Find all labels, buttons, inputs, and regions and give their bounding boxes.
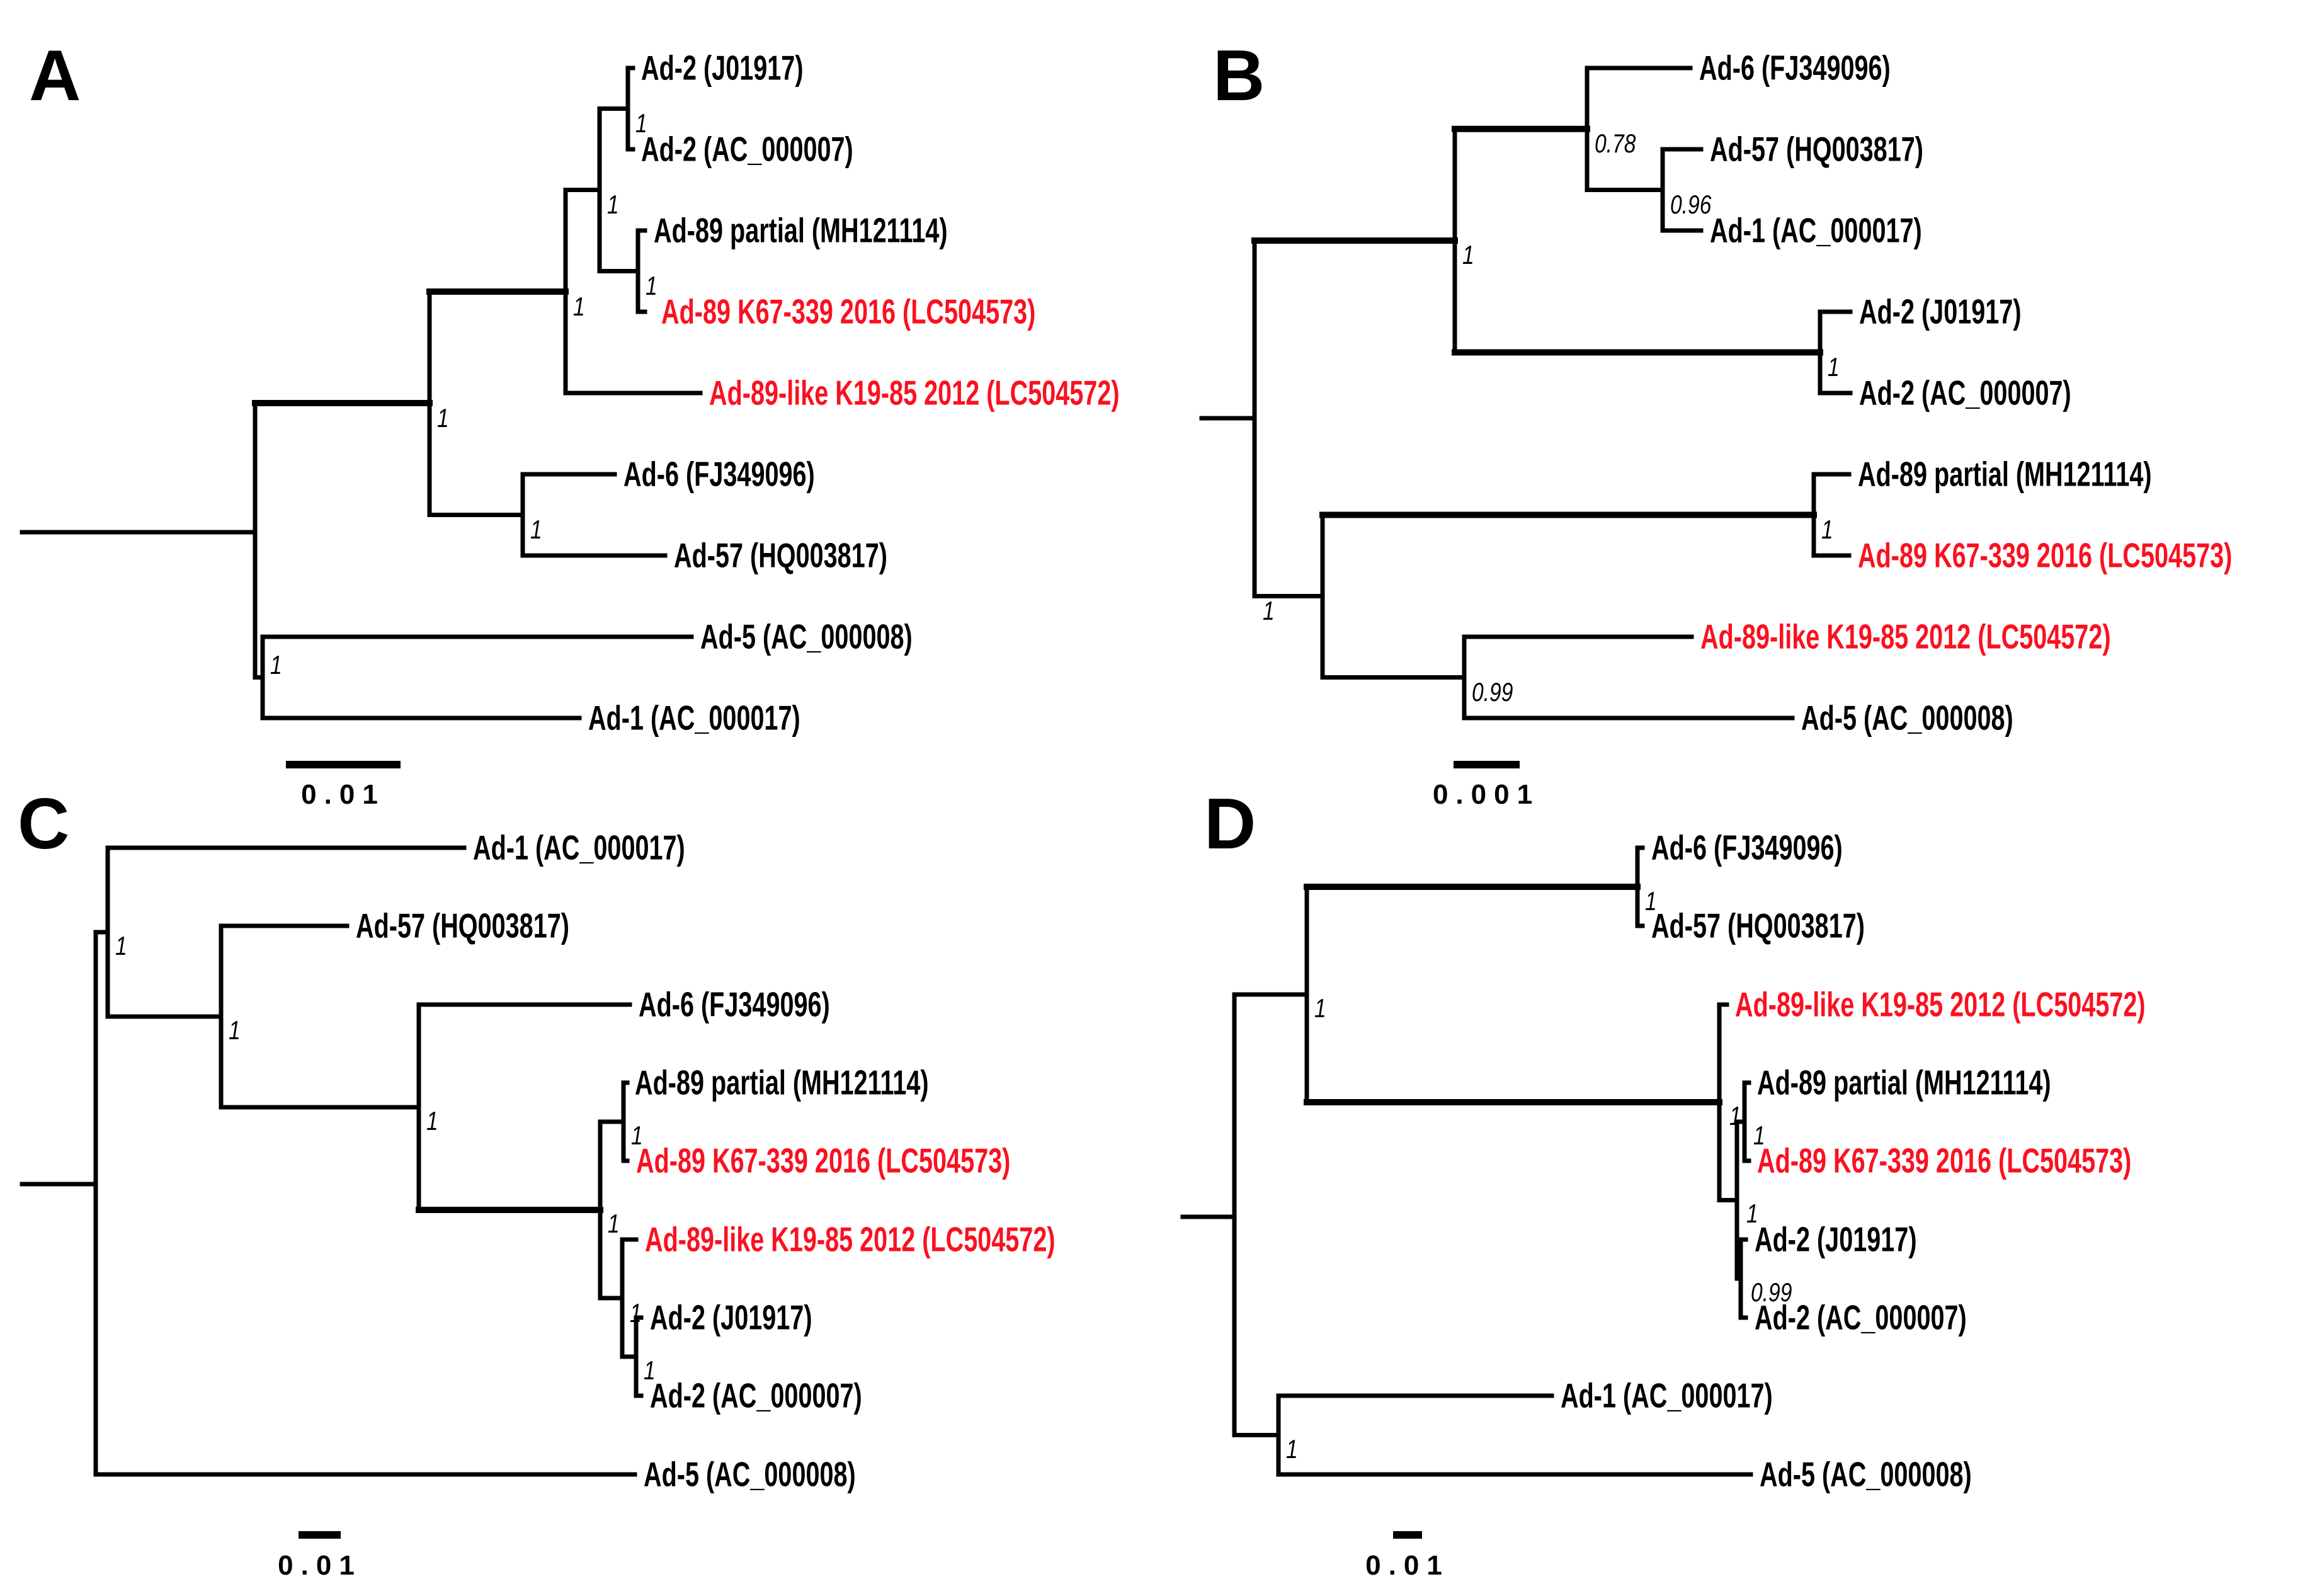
scale-bar-label: 0.01 [278, 1550, 362, 1581]
support-value: 1 [1286, 1434, 1298, 1464]
support-value: 1 [631, 1120, 643, 1150]
support-value: 0.78 [1595, 128, 1636, 158]
taxon-label: Ad-2 (J01917) [641, 48, 804, 88]
support-value: 1 [1729, 1101, 1741, 1131]
support-value: 1 [1263, 596, 1275, 625]
taxon-label: Ad-57 (HQ003817) [674, 535, 887, 575]
panel-B-branches [1199, 66, 1853, 768]
taxon-label: Ad-1 (AC_000017) [1710, 210, 1922, 250]
taxon-label: Ad-2 (J01917) [650, 1297, 812, 1337]
taxon-label: Ad-89-like K19-85 2012 (LC504572) [1735, 984, 2146, 1024]
taxon-label: Ad-89 partial (MH121114) [1858, 454, 2152, 494]
support-value: 1 [270, 650, 282, 680]
taxon-label: Ad-57 (HQ003817) [1710, 129, 1923, 169]
taxon-label: Ad-6 (FJ349096) [639, 984, 830, 1024]
taxon-label: Ad-89-like K19-85 2012 (LC504572) [1700, 617, 2111, 656]
support-value: 1 [1645, 886, 1657, 916]
taxon-label: Ad-6 (FJ349096) [1699, 48, 1891, 88]
panel-letter-D: D [1204, 784, 1256, 864]
taxon-label: Ad-1 (AC_000017) [588, 698, 800, 738]
taxon-label: Ad-89 partial (MH121114) [635, 1063, 929, 1102]
support-value: 1 [1746, 1199, 1758, 1228]
support-value: 0.99 [1751, 1277, 1792, 1307]
taxon-label: Ad-89-like K19-85 2012 (LC504572) [709, 373, 1120, 413]
panel-letter-A: A [29, 36, 81, 116]
support-value: 1 [115, 931, 127, 960]
support-value: 1 [426, 1106, 438, 1136]
taxon-label: Ad-89 partial (MH121114) [654, 210, 948, 250]
panel-letter-C: C [18, 784, 70, 864]
support-value: 1 [608, 1209, 620, 1238]
taxon-label: Ad-89 K67-339 2016 (LC504573) [661, 292, 1036, 331]
taxon-label: Ad-89 K67-339 2016 (LC504573) [636, 1141, 1011, 1180]
taxon-label: Ad-2 (AC_000007) [641, 129, 853, 169]
support-value: 1 [1828, 352, 1840, 382]
taxon-label: Ad-89 partial (MH121114) [1757, 1063, 2051, 1102]
taxon-label: Ad-5 (AC_000008) [700, 617, 913, 656]
taxon-label: Ad-2 (AC_000007) [650, 1376, 862, 1415]
support-value: 0.99 [1472, 677, 1513, 707]
taxon-label: Ad-57 (HQ003817) [356, 906, 569, 945]
taxon-label: Ad-2 (AC_000007) [1755, 1297, 1967, 1337]
support-value: 0.96 [1670, 190, 1712, 219]
taxon-label: Ad-89 K67-339 2016 (LC504573) [1858, 535, 2233, 575]
taxon-label: Ad-89-like K19-85 2012 (LC504572) [645, 1219, 1056, 1259]
support-value: 1 [607, 190, 619, 219]
panel-A-branches [20, 66, 703, 768]
scale-bar-label: 0.001 [1432, 779, 1540, 810]
panel-letter-B: B [1213, 36, 1265, 116]
support-value: 1 [635, 108, 647, 138]
taxon-label: Ad-5 (AC_000008) [1760, 1454, 1972, 1494]
taxon-label: Ad-5 (AC_000008) [644, 1454, 856, 1494]
scale-bar-label: 0.01 [301, 779, 385, 810]
support-value: 1 [530, 515, 542, 544]
taxon-label: Ad-5 (AC_000008) [1801, 698, 2013, 738]
taxon-label: Ad-89 K67-339 2016 (LC504573) [1757, 1141, 2132, 1180]
taxon-label: Ad-57 (HQ003817) [1651, 906, 1865, 945]
support-value: 1 [630, 1298, 642, 1328]
support-value: 1 [1462, 240, 1474, 270]
support-value: 1 [646, 271, 657, 300]
taxon-label: Ad-1 (AC_000017) [1561, 1376, 1773, 1415]
taxon-label: Ad-6 (FJ349096) [1651, 828, 1843, 867]
taxon-label: Ad-2 (J01917) [1755, 1219, 1917, 1259]
support-value: 1 [644, 1355, 656, 1385]
support-value: 1 [1821, 515, 1833, 544]
scale-bar-label: 0.01 [1365, 1550, 1450, 1581]
taxon-label: Ad-6 (FJ349096) [623, 454, 815, 494]
support-value: 1 [1314, 993, 1326, 1023]
support-value: 1 [437, 403, 449, 433]
taxon-label: Ad-1 (AC_000017) [473, 828, 685, 867]
support-value: 1 [573, 292, 585, 321]
support-value: 1 [1753, 1120, 1765, 1150]
support-value: 1 [229, 1015, 241, 1045]
panel-C-branches [20, 845, 644, 1539]
panel-D-branches [1180, 845, 1753, 1539]
taxon-label: Ad-2 (J01917) [1859, 292, 2022, 331]
taxon-label: Ad-2 (AC_000007) [1859, 373, 2071, 413]
